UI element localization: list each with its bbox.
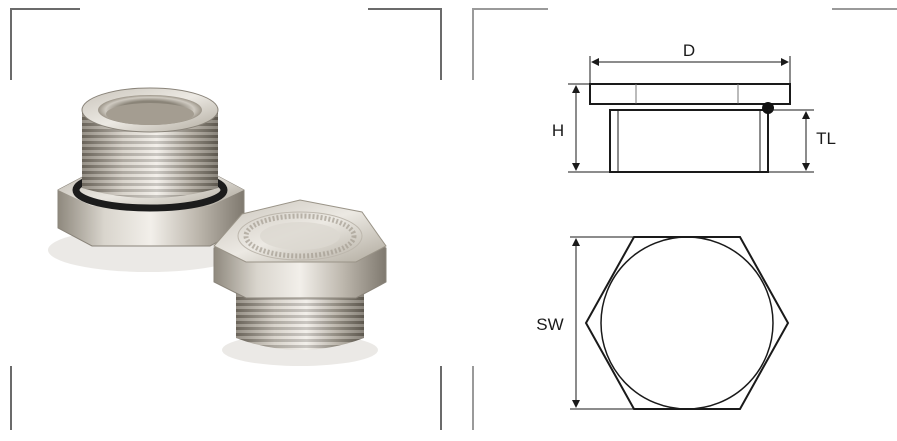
photo-frame-bottom-right-v (440, 366, 442, 430)
plug-illustration (48, 87, 387, 366)
photo-frame-top-right-h (368, 8, 442, 10)
drawing-frame-top-left-v (472, 8, 474, 80)
photo-frame-top-left-v (10, 8, 12, 80)
left-plug (48, 87, 248, 272)
photo-frame-bottom-left-v (10, 366, 12, 430)
photo-frame-top-right-v (440, 8, 442, 80)
dimension-sw-label: SW (536, 315, 563, 334)
top-view (570, 236, 790, 410)
technical-drawing: D H TL SW (450, 0, 897, 436)
blanking-plug-photo (0, 0, 450, 436)
photo-frame-top-left-h (10, 8, 80, 10)
dimension-h-label: H (552, 121, 564, 140)
right-plug (213, 199, 387, 366)
side-view (568, 56, 814, 173)
dimension-tl-label: TL (816, 129, 836, 148)
drawing-frame-bottom-left-v (472, 366, 474, 430)
dimension-d-label: D (683, 41, 695, 60)
dimension-drawing: D H TL SW (536, 41, 836, 410)
drawing-frame-top-left-h (472, 8, 548, 10)
drawing-frame-top-right-h (832, 8, 897, 10)
